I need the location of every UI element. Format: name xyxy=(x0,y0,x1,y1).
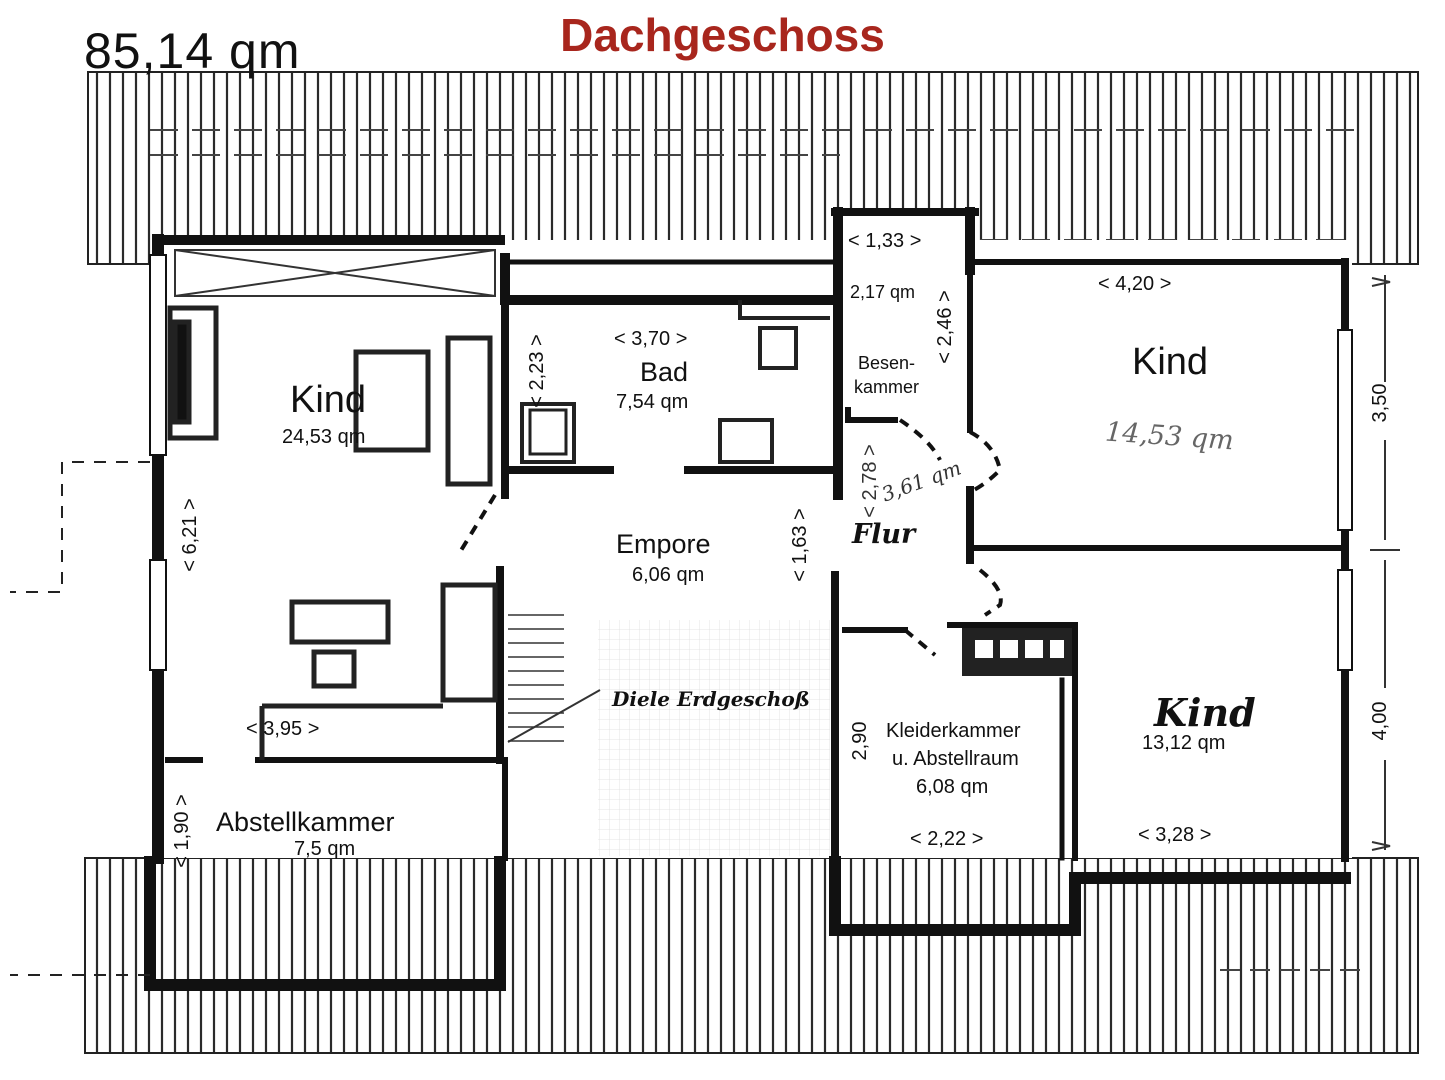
room-area-abstellkammer: 7,5 qm xyxy=(294,838,356,860)
bath-fixtures xyxy=(520,300,830,464)
roof-tiles-top xyxy=(87,71,1419,265)
room-area-empore: 6,06 qm xyxy=(632,564,705,586)
room-name-flur: Flur xyxy=(852,519,916,550)
room-name-diele: Diele Erdgeschoß xyxy=(612,687,810,711)
exterior-outline xyxy=(10,461,150,976)
dim-empore-depth: < 1,63 > xyxy=(789,508,811,582)
room-area-kind-bottom-right: 13,12 qm xyxy=(1142,732,1226,754)
room-name-besen-line2: kammer xyxy=(854,377,920,397)
dim-flur-depth: < 2,78 > xyxy=(859,444,881,518)
dim-kind-left-width: < 3,95 > xyxy=(246,718,320,740)
dim-kind-tr-width: < 4,20 > xyxy=(1098,273,1172,295)
dim-besen-depth: < 2,46 > xyxy=(934,290,956,364)
dim-bad-width: < 3,70 > xyxy=(614,328,688,350)
flur-doors xyxy=(458,418,1003,657)
right-dimension-line xyxy=(1370,275,1400,851)
room-name-kleider-line2: u. Abstellraum xyxy=(892,748,1019,770)
room-name-bad: Bad xyxy=(640,357,689,387)
room-area-bad: 7,54 qm xyxy=(616,391,689,413)
total-area-label: 85,14 qm xyxy=(84,23,301,79)
storage-cabinet xyxy=(962,628,1072,676)
dim-kind-br-width: < 3,28 > xyxy=(1138,824,1212,846)
room-area-kind-left: 24,53 qm xyxy=(282,426,366,448)
dim-kind-left-depth: < 6,21 > xyxy=(179,498,201,572)
left-windows xyxy=(149,254,167,671)
dim-kleider-depth: 2,90 xyxy=(849,721,871,761)
room-name-abstellkammer: Abstellkammer xyxy=(216,807,395,837)
dim-abstell-depth: < 1,90 > xyxy=(171,794,193,868)
room-area-kleider: 6,08 qm xyxy=(916,776,989,798)
staircase xyxy=(508,612,564,742)
diele-area xyxy=(598,620,830,856)
skylight xyxy=(174,249,496,297)
dim-kind-br-depth: 4,00 xyxy=(1369,701,1391,741)
room-name-kind-bottom-right: Kind xyxy=(1154,690,1256,735)
page-title: Dachgeschoss xyxy=(560,9,885,61)
roof-tiles-bottom xyxy=(84,857,1419,1054)
dim-bad-depth: < 2,23 > xyxy=(526,334,548,408)
room-name-kleider-line1: Kleiderkammer xyxy=(886,720,1021,742)
dim-besen-width: < 1,33 > xyxy=(848,230,922,252)
kind-left-furniture xyxy=(167,305,498,760)
room-name-kind-top-right: Kind xyxy=(1132,341,1209,383)
room-name-empore: Empore xyxy=(616,529,711,559)
room-name-kind-left: Kind xyxy=(290,379,367,421)
dim-kleider-width: < 2,22 > xyxy=(910,828,984,850)
room-name-besen-line1: Besen- xyxy=(858,353,916,373)
walls xyxy=(144,207,1351,991)
room-area-besenkammer: 2,17 qm xyxy=(850,282,916,302)
right-windows xyxy=(1337,329,1353,671)
dim-kind-tr-depth: 3,50 xyxy=(1369,383,1391,423)
